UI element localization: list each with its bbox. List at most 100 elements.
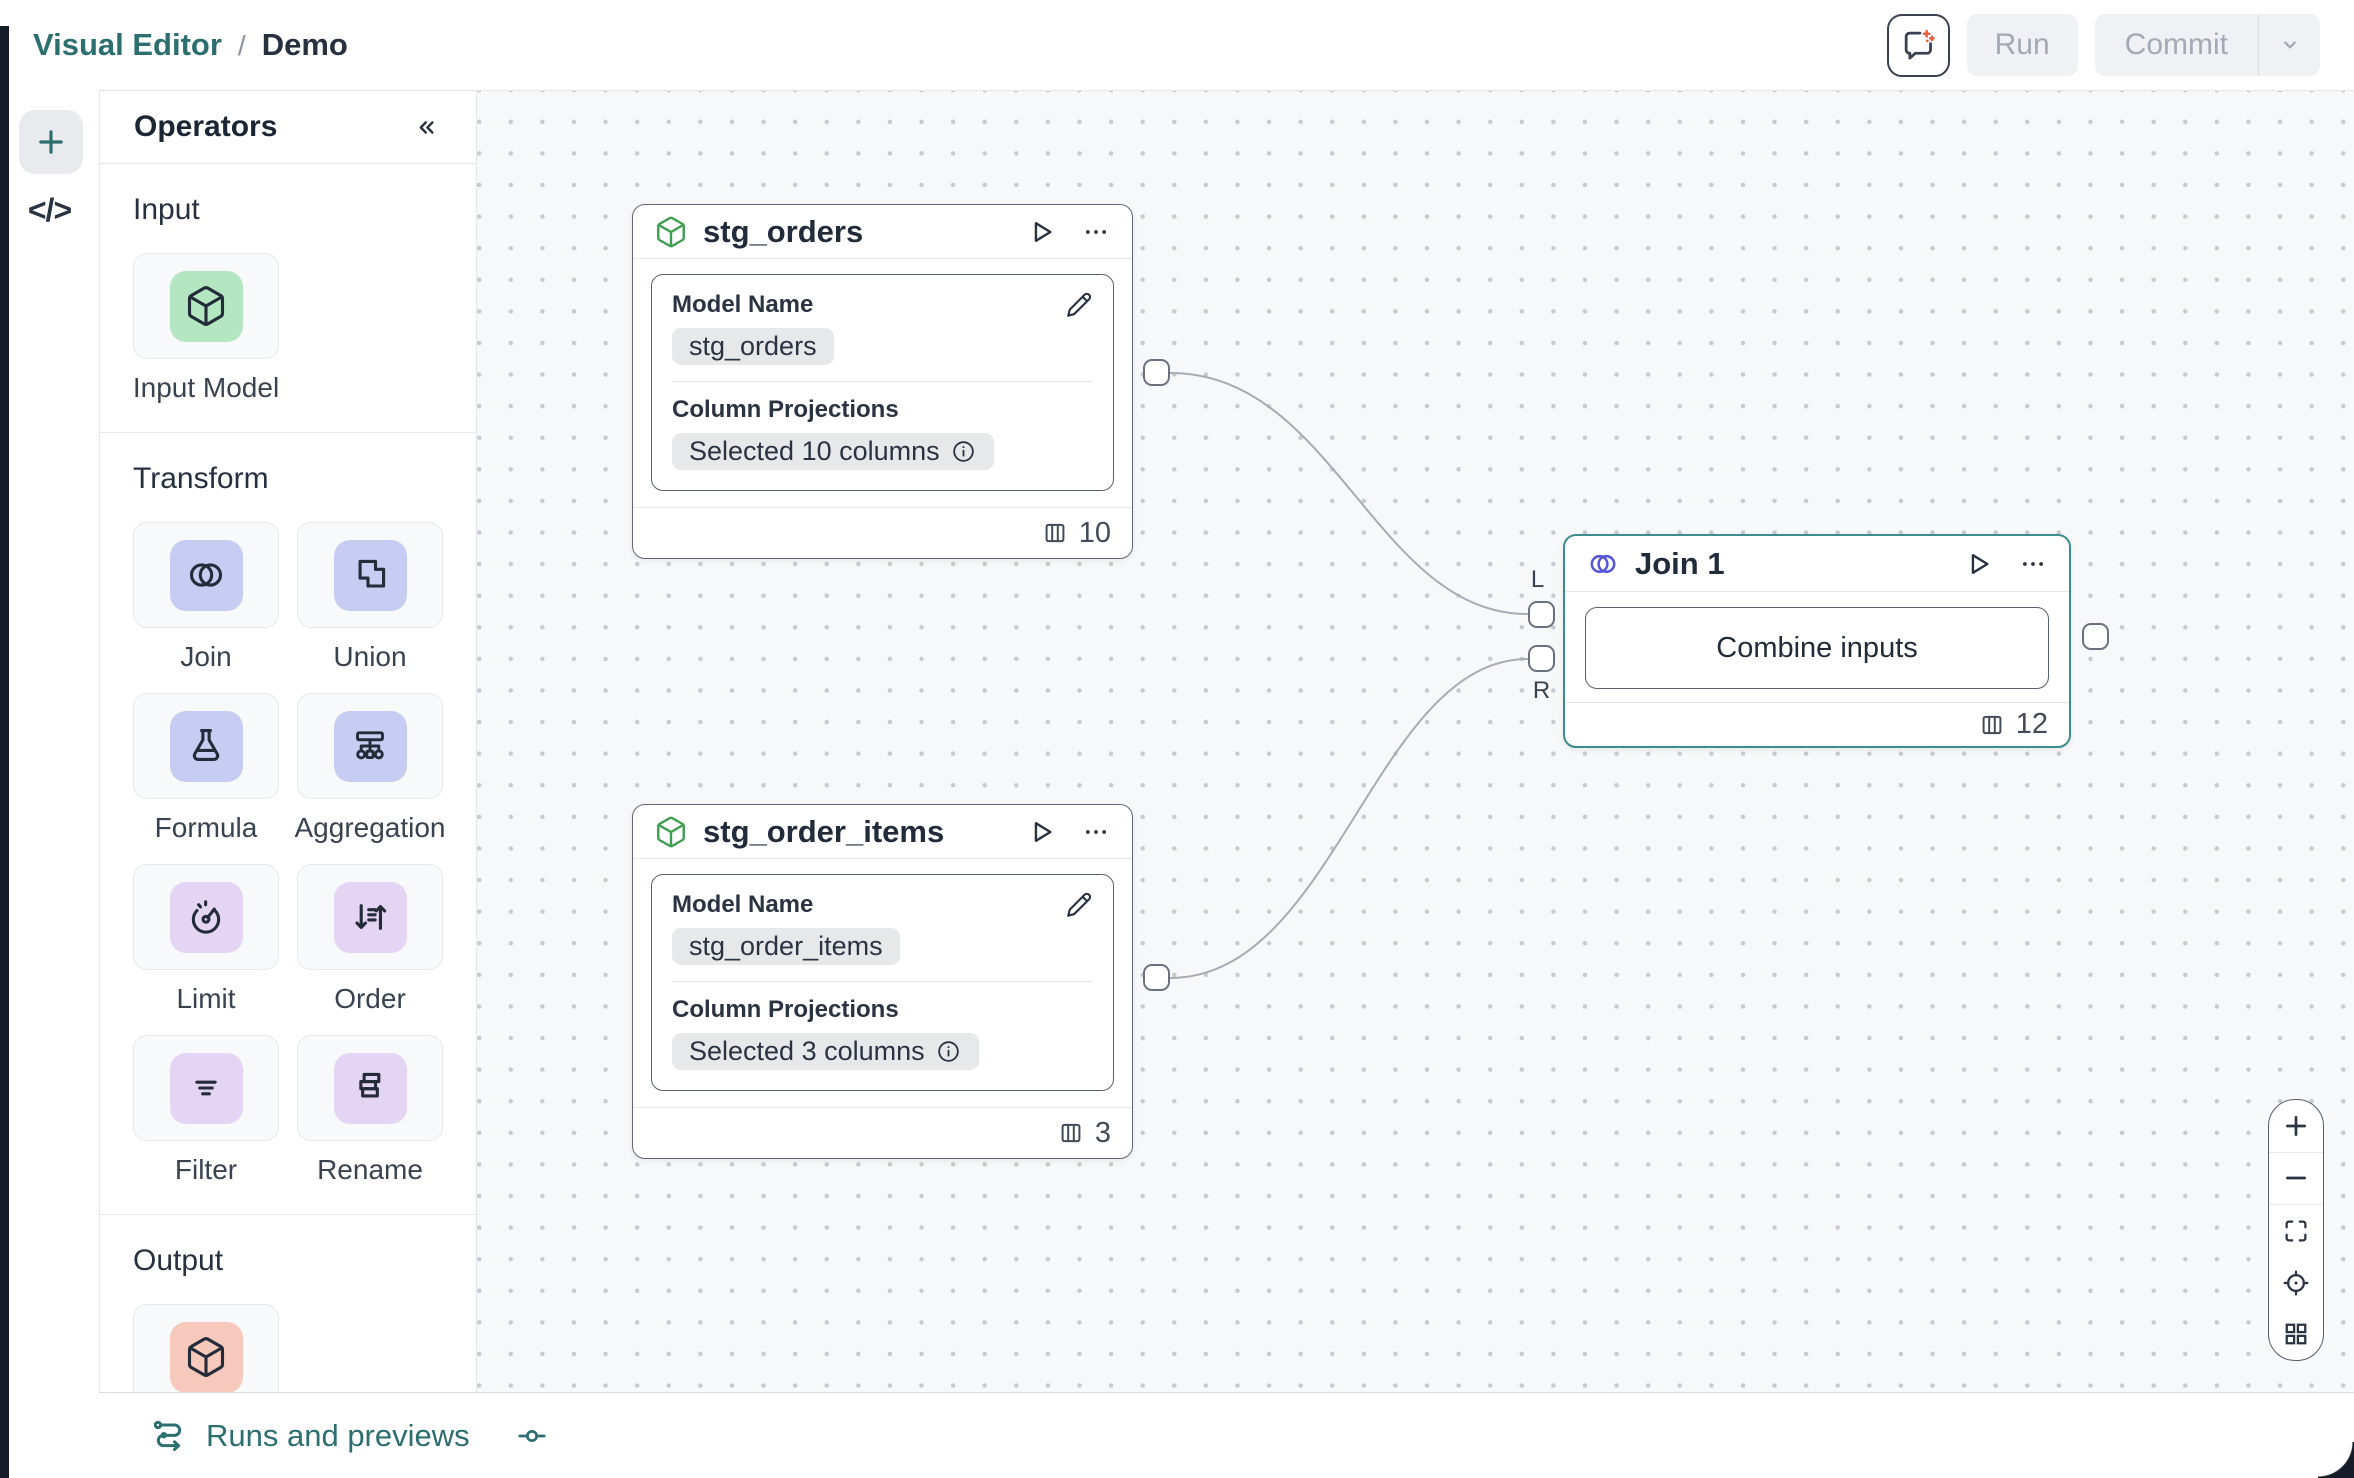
model-name-value: stg_order_items xyxy=(689,931,883,961)
minimap-button[interactable] xyxy=(2269,1308,2323,1360)
model-name-chip[interactable]: stg_orders xyxy=(672,328,834,365)
window-edge xyxy=(0,26,9,1478)
play-icon[interactable] xyxy=(1962,548,1994,580)
info-icon[interactable] xyxy=(950,438,977,465)
combine-inputs-label: Combine inputs xyxy=(1716,631,1918,664)
operators-panel-title: Operators xyxy=(134,110,278,143)
divider xyxy=(2269,1151,2323,1153)
zoom-in-button[interactable] xyxy=(2269,1100,2323,1152)
join-input-port-right[interactable] xyxy=(1528,645,1555,672)
canvas-zoom-controls xyxy=(2268,1099,2324,1361)
output-port-stg-orders[interactable] xyxy=(1143,359,1170,386)
port-label-left: L xyxy=(1530,566,1545,593)
left-toolbar-rail: </> xyxy=(0,90,99,1478)
edit-pencil-icon[interactable] xyxy=(1063,289,1095,321)
chevron-down-icon xyxy=(2276,31,2304,59)
operator-tile xyxy=(333,539,407,611)
node-footer: 12 xyxy=(1565,702,2069,746)
node-header: Join 1 xyxy=(1565,536,2069,592)
operator-card xyxy=(297,1035,443,1141)
operator-tile xyxy=(169,1321,243,1393)
operator-filter[interactable]: Filter xyxy=(133,1035,279,1186)
flask-icon xyxy=(184,724,228,768)
commit-dropdown-button[interactable] xyxy=(2258,14,2320,76)
runs-and-previews-button[interactable]: Runs and previews xyxy=(149,1416,470,1456)
commit-button[interactable]: Commit xyxy=(2095,14,2258,76)
operator-limit[interactable]: Limit xyxy=(133,864,279,1015)
runs-and-previews-label: Runs and previews xyxy=(206,1417,470,1453)
node-body: Model Name stg_order_items Column Projec… xyxy=(633,859,1132,1107)
operator-label: Limit xyxy=(176,983,236,1014)
commit-button-label: Commit xyxy=(2124,28,2228,61)
code-icon: </> xyxy=(27,192,72,228)
output-port-stg-order-items[interactable] xyxy=(1143,964,1170,991)
code-view-button[interactable]: </> xyxy=(0,192,99,229)
model-name-chip[interactable]: stg_order_items xyxy=(672,928,900,965)
operator-card xyxy=(133,864,279,970)
column-count: 10 xyxy=(1078,516,1111,549)
output-port-join[interactable] xyxy=(2082,623,2109,650)
operator-card xyxy=(297,522,443,628)
zoom-out-button[interactable] xyxy=(2269,1153,2323,1205)
header-actions: Run Commit xyxy=(1886,13,2320,77)
center-view-button[interactable] xyxy=(2269,1257,2323,1309)
edge-stg-orders-to-join-left xyxy=(1169,372,1529,615)
column-projections-label: Column Projections xyxy=(672,996,899,1023)
node-body: Model Name stg_orders Column Projections… xyxy=(633,259,1132,507)
more-options-icon[interactable] xyxy=(2018,549,2048,579)
operator-rename[interactable]: Rename xyxy=(297,1035,443,1186)
edit-pencil-icon[interactable] xyxy=(1063,889,1095,921)
play-icon[interactable] xyxy=(1025,816,1057,848)
node-join-1[interactable]: Join 1 Combine inputs xyxy=(1563,534,2071,748)
more-options-icon[interactable] xyxy=(1081,817,1111,847)
operator-formula[interactable]: Formula xyxy=(133,693,279,844)
section-label-transform: Transform xyxy=(133,462,269,495)
bottom-bar: Runs and previews xyxy=(99,1392,2354,1478)
breadcrumb-separator: / xyxy=(237,30,246,61)
operator-order[interactable]: Order xyxy=(297,864,443,1015)
fit-view-button[interactable] xyxy=(2269,1205,2323,1257)
input-operator-grid: Input Model xyxy=(133,253,443,424)
commit-split-button: Commit xyxy=(2094,14,2320,76)
operator-tile xyxy=(169,1052,243,1124)
column-count: 12 xyxy=(2015,708,2048,740)
play-icon[interactable] xyxy=(1025,216,1057,248)
operator-label: Join xyxy=(180,641,232,672)
operator-aggregation[interactable]: Aggregation xyxy=(295,693,446,844)
operator-join[interactable]: Join xyxy=(133,522,279,673)
union-icon xyxy=(348,553,392,597)
ai-chat-button[interactable] xyxy=(1886,13,1950,77)
node-stg-order-items[interactable]: stg_order_items Model Name xyxy=(632,804,1133,1159)
add-button[interactable] xyxy=(19,110,83,174)
transform-operator-grid: Join Union xyxy=(133,522,446,1206)
node-stg-orders[interactable]: stg_orders Model Name xyxy=(632,204,1133,559)
aggregation-icon xyxy=(348,724,392,768)
breadcrumb-root-link[interactable]: Visual Editor xyxy=(33,27,222,62)
header: Visual Editor / Demo Run Commit xyxy=(0,0,2354,90)
node-header-actions xyxy=(1962,548,2048,580)
column-projections-chip[interactable]: Selected 10 columns xyxy=(672,433,994,470)
column-projections-chip[interactable]: Selected 3 columns xyxy=(672,1033,979,1070)
commit-node-icon[interactable] xyxy=(514,1418,550,1454)
pipeline-canvas[interactable]: stg_orders Model Name xyxy=(477,90,2354,1392)
fullscreen-icon xyxy=(2285,1220,2307,1242)
node-title: stg_order_items xyxy=(703,813,945,849)
operator-input-model[interactable]: Input Model xyxy=(133,253,279,404)
run-button[interactable]: Run xyxy=(1966,14,2078,76)
join-input-port-left[interactable] xyxy=(1528,601,1555,628)
operator-union[interactable]: Union xyxy=(297,522,443,673)
operator-tile xyxy=(169,270,243,342)
combine-inputs-button[interactable]: Combine inputs xyxy=(1585,607,2049,689)
collapse-panel-button[interactable] xyxy=(411,112,442,143)
field-divider xyxy=(672,981,1093,982)
window-corner xyxy=(2318,1442,2354,1478)
node-header-actions xyxy=(1025,216,1111,248)
model-name-label: Model Name xyxy=(672,291,814,318)
operator-tile xyxy=(169,710,243,782)
info-icon[interactable] xyxy=(935,1038,962,1065)
cube-icon xyxy=(654,815,688,849)
more-options-icon[interactable] xyxy=(1081,217,1111,247)
operator-tile xyxy=(169,881,243,953)
operator-card xyxy=(133,1035,279,1141)
